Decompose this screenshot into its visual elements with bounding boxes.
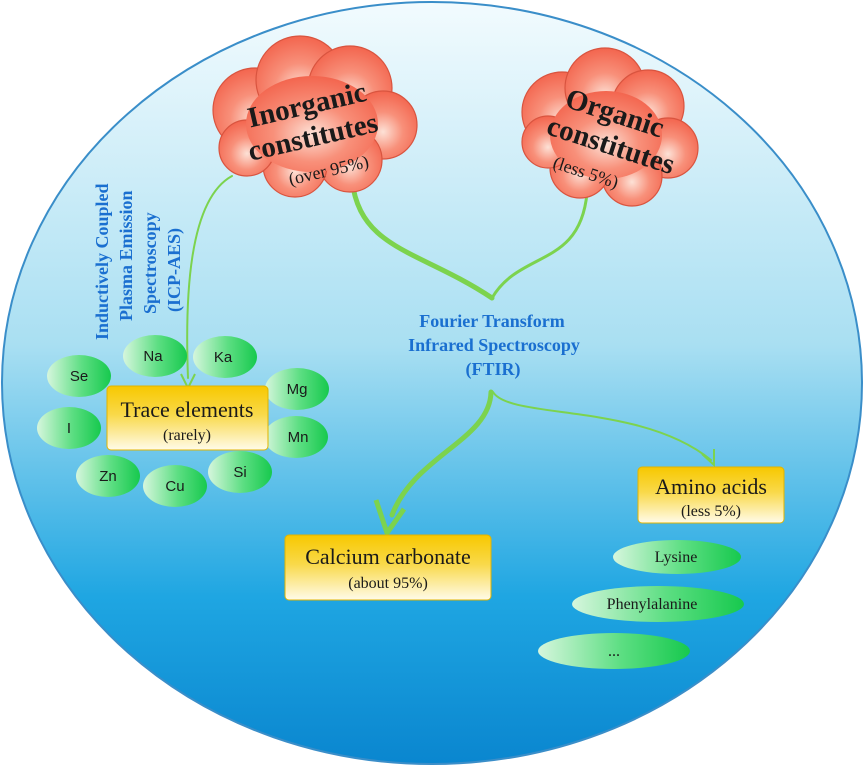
ftir-line-2: Infrared Spectroscopy	[408, 335, 580, 355]
amino-pill-lysine: Lysine	[613, 540, 741, 574]
connector-inorganic-ftir	[349, 177, 495, 301]
element-label: Se	[70, 368, 88, 385]
arrowhead-calcium	[373, 499, 407, 536]
element-label: Si	[233, 464, 246, 481]
amino-pill-label: Phenylalanine	[607, 596, 698, 613]
icp-line-4: (ICP-AES)	[164, 228, 185, 312]
element-pill-se: Se	[47, 355, 111, 397]
amino-pill-phenylalanine: Phenylalanine	[572, 586, 744, 622]
icp-line-2: Plasma Emission	[116, 190, 136, 321]
arrowhead-amino	[701, 449, 715, 468]
element-pill-cu: Cu	[143, 465, 207, 507]
calcium-carbonate-title: Calcium carbonate	[305, 544, 471, 569]
element-pill-mg: Mg	[265, 368, 329, 410]
trace-elements-box: Trace elements (rarely)	[106, 385, 269, 451]
amino-pill-more: ...	[538, 633, 690, 669]
ftir-line-3: (FTIR)	[466, 359, 521, 380]
amino-acids-box: Amino acids (less 5%)	[637, 466, 785, 524]
element-pill-ka: Ka	[193, 336, 257, 378]
element-label: Ka	[214, 349, 233, 366]
amino-pill-label: ...	[608, 643, 620, 660]
connector-inorganic-trace	[186, 175, 233, 379]
amino-acids-note: (less 5%)	[681, 503, 741, 520]
ftir-line-1: Fourier Transform	[419, 311, 564, 331]
element-label: Mg	[287, 381, 308, 398]
trace-elements-note: (rarely)	[163, 427, 211, 444]
calcium-carbonate-box: Calcium carbonate (about 95%)	[284, 534, 492, 601]
connectors	[186, 175, 712, 518]
connector-organic-ftir	[490, 191, 589, 300]
inorganic-cloud: Inorganic constitutes (over 95%)	[212, 35, 418, 198]
icp-line-1: Inductively Coupled	[92, 183, 112, 340]
connector-ftir-amino	[492, 391, 712, 461]
element-label: Na	[143, 348, 163, 365]
element-label: Cu	[165, 478, 184, 495]
element-label: Zn	[99, 468, 117, 485]
amino-acid-pills: Lysine Phenylalanine ...	[538, 540, 744, 669]
element-label: Mn	[288, 429, 309, 446]
amino-acids-title: Amino acids	[655, 474, 767, 499]
organic-cloud: Organic constitutes (less 5%)	[521, 47, 699, 207]
element-pill-mn: Mn	[264, 416, 328, 458]
element-pill-si: Si	[208, 451, 272, 493]
element-pill-na: Na	[123, 335, 187, 377]
trace-element-pills: Se Na Ka Mg I Mn Zn Cu Si	[37, 335, 329, 507]
trace-elements-title: Trace elements	[121, 397, 254, 422]
icp-line-3: Spectroscopy	[140, 212, 160, 314]
calcium-carbonate-note: (about 95%)	[348, 575, 428, 592]
element-label: I	[67, 420, 71, 437]
element-pill-zn: Zn	[76, 455, 140, 497]
icp-method-label: Inductively Coupled Plasma Emission Spec…	[92, 183, 185, 340]
ftir-method-label: Fourier Transform Infrared Spectroscopy …	[408, 311, 580, 380]
amino-pill-label: Lysine	[655, 549, 698, 566]
element-pill-i: I	[37, 407, 101, 449]
connector-ftir-calcium	[389, 389, 494, 518]
